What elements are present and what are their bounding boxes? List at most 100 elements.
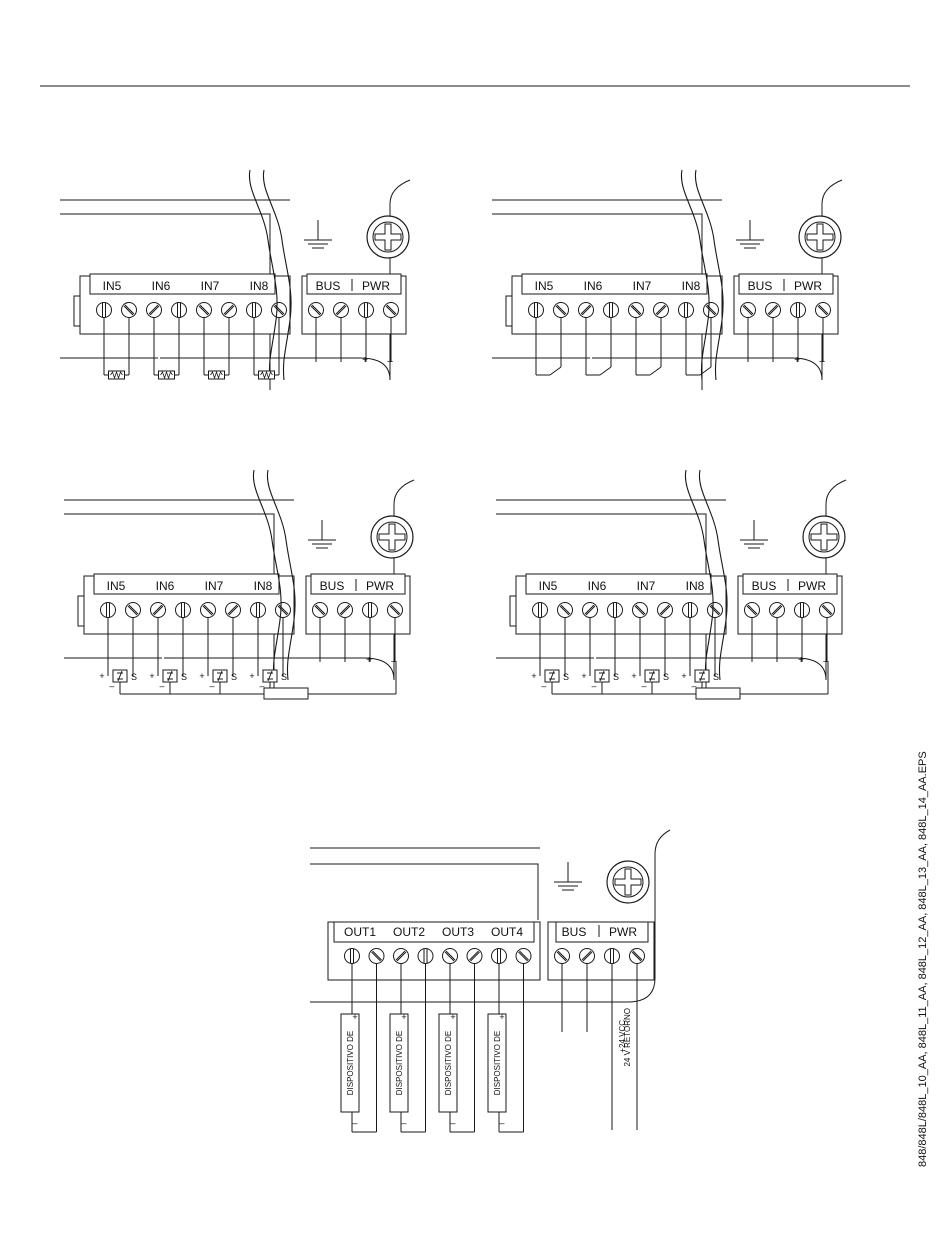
terminal-circle bbox=[607, 602, 623, 618]
terminal-circle bbox=[532, 602, 548, 618]
pwr-label: PWR bbox=[798, 579, 826, 593]
smoke-detector-icon bbox=[594, 669, 610, 683]
slot-line bbox=[203, 604, 214, 615]
terminal-circle bbox=[275, 602, 291, 618]
screw-terminal-icon bbox=[554, 948, 570, 964]
terminal-label-in6: IN6 bbox=[152, 279, 171, 293]
terminal-circle bbox=[333, 302, 349, 318]
plus-sign: + bbox=[581, 671, 586, 681]
terminal-circle bbox=[442, 948, 458, 964]
slot-line bbox=[557, 950, 568, 961]
slot-line bbox=[630, 305, 641, 316]
minus-sign: – bbox=[352, 1118, 357, 1128]
terminal-circle bbox=[629, 948, 645, 964]
screw-terminal-icon bbox=[200, 602, 216, 618]
screw-terminal-icon bbox=[653, 302, 669, 318]
slot-line bbox=[198, 305, 209, 316]
plus-sign: + bbox=[531, 671, 536, 681]
return-label: 24 V RETORNO bbox=[623, 1008, 632, 1067]
switch-contact bbox=[549, 366, 562, 376]
cable-line bbox=[684, 469, 714, 681]
plus-sign: + bbox=[681, 671, 686, 681]
slot-line bbox=[445, 950, 456, 961]
terminal-circle bbox=[790, 302, 806, 318]
screw-terminal-icon bbox=[100, 602, 116, 618]
detector-mark bbox=[217, 670, 223, 682]
terminal-label-in8: IN8 bbox=[682, 279, 701, 293]
screw-terminal-icon bbox=[744, 602, 760, 618]
screw-terminal-icon bbox=[740, 302, 756, 318]
slot-line bbox=[153, 605, 164, 616]
screw-inner bbox=[804, 221, 836, 253]
screw-terminal-icon bbox=[466, 948, 483, 964]
slot-line bbox=[223, 304, 234, 315]
switch-contact bbox=[699, 366, 712, 376]
screw-terminal-icon bbox=[387, 602, 403, 618]
screw-terminal-icon bbox=[815, 302, 831, 318]
cable-icon bbox=[252, 469, 296, 681]
slot-line bbox=[395, 950, 406, 961]
terminal-circle bbox=[769, 602, 785, 618]
slot-line bbox=[655, 304, 666, 315]
terminal-label-strip bbox=[89, 273, 276, 295]
pwr-label: PWR bbox=[609, 925, 637, 939]
screw-terminal-icon bbox=[121, 302, 137, 318]
terminal-label-in5: IN5 bbox=[539, 579, 558, 593]
minus-sign: – bbox=[109, 681, 114, 691]
slot-line bbox=[585, 605, 596, 616]
ground-icon bbox=[736, 220, 764, 249]
screw-inner bbox=[372, 221, 404, 253]
slot-line bbox=[519, 950, 529, 961]
slot-line bbox=[372, 950, 382, 961]
slot-line bbox=[470, 951, 480, 962]
slot-line bbox=[709, 605, 720, 616]
screw-terminal-icon bbox=[557, 602, 573, 618]
file-name-caption: 848/848L/848L_10_AA, 848L_11_AA, 848L_12… bbox=[917, 751, 929, 1167]
plus-sign: + bbox=[149, 671, 154, 681]
slot-line bbox=[635, 604, 646, 615]
screw-terminal-icon bbox=[344, 948, 360, 964]
minus-sign: – bbox=[259, 681, 264, 691]
resistor-zigzag bbox=[210, 370, 223, 380]
screw-terminal-icon bbox=[682, 602, 698, 618]
screw-terminal-icon bbox=[225, 602, 241, 618]
screw-terminal-icon bbox=[769, 602, 785, 618]
screw-terminal-icon bbox=[532, 602, 548, 618]
cable-line bbox=[262, 169, 292, 381]
screw-terminal-icon bbox=[383, 302, 399, 318]
terminal-circle bbox=[707, 602, 723, 618]
plus-sign: + bbox=[401, 1012, 406, 1022]
terminal-circle bbox=[815, 302, 831, 318]
mounting-screw-icon bbox=[606, 860, 650, 904]
mounting-screw-icon bbox=[802, 515, 846, 559]
mounting-screw-icon bbox=[798, 215, 842, 259]
terminal-circle bbox=[682, 602, 698, 618]
terminal-circle bbox=[312, 602, 328, 618]
screw-terminal-icon bbox=[790, 302, 806, 318]
terminal-circle bbox=[387, 602, 403, 618]
terminal-circle bbox=[308, 302, 324, 318]
minus-sign: – bbox=[401, 1118, 406, 1128]
screw-terminal-icon bbox=[515, 948, 532, 964]
slot-line bbox=[584, 604, 595, 615]
slot-line bbox=[581, 950, 592, 961]
slot-line bbox=[656, 305, 667, 316]
terminal-circle bbox=[383, 302, 399, 318]
detector-mark bbox=[599, 670, 605, 682]
screw-terminal-icon bbox=[196, 302, 212, 318]
slot-line bbox=[556, 951, 567, 962]
screw-terminal-icon bbox=[175, 602, 191, 618]
terminal-circle bbox=[657, 602, 673, 618]
terminal-circle bbox=[358, 302, 374, 318]
plus-sign: + bbox=[798, 655, 804, 666]
detector-mark bbox=[649, 670, 655, 682]
mounting-screw-icon bbox=[366, 215, 410, 259]
screw-terminal-icon bbox=[221, 302, 237, 318]
terminal-circle bbox=[271, 302, 287, 318]
slot-line bbox=[634, 605, 645, 616]
slot-line bbox=[772, 605, 783, 616]
sensor-s-label: S bbox=[181, 672, 187, 682]
